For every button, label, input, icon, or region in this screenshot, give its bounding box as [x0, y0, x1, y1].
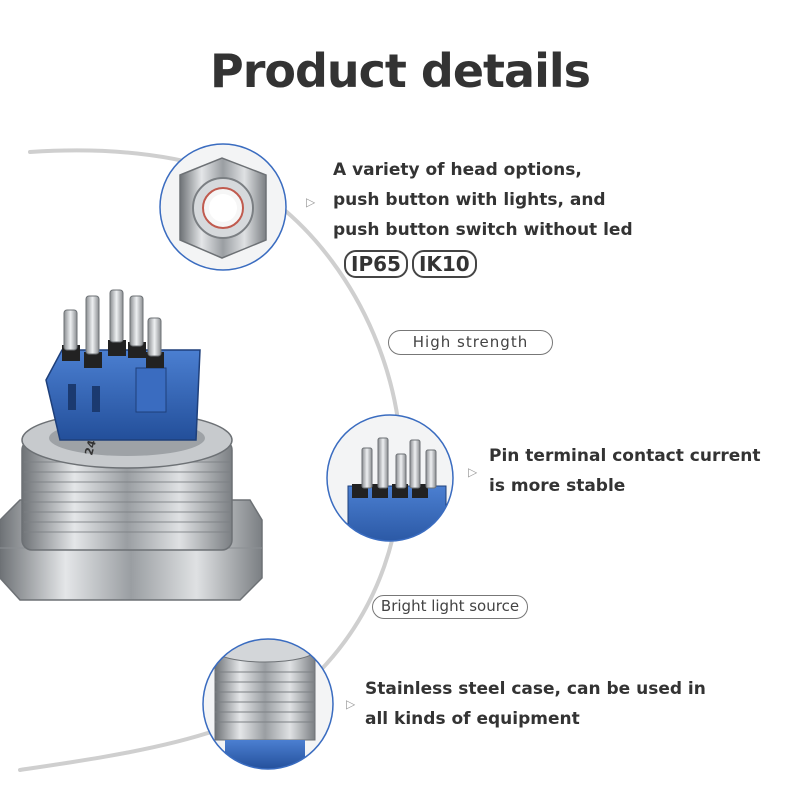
badge-ip65: IP65: [344, 250, 408, 278]
detail-circle-case: [202, 638, 334, 770]
detail-circle-pins: [326, 414, 454, 542]
pill-high-strength: High strength: [388, 330, 553, 355]
feature-pin-terminal: Pin terminal contact current is more sta…: [489, 441, 761, 501]
pill-bright-light-source: Bright light source: [372, 595, 528, 619]
feature-line: Pin terminal contact current: [489, 446, 761, 466]
feature-line: is more stable: [489, 476, 626, 496]
badge-ik10: IK10: [411, 250, 477, 278]
feature-line: all kinds of equipment: [365, 709, 580, 729]
detail-circle-head: [159, 143, 287, 271]
feature-line: push button with lights, and: [333, 190, 606, 210]
page-title: Product details: [209, 44, 591, 98]
chevron-right-icon: ▷: [306, 195, 316, 209]
chevron-right-icon: ▷: [346, 697, 356, 711]
chevron-right-icon: ▷: [468, 465, 478, 479]
main-switch-image: 24V/B: [0, 289, 263, 601]
feature-line: Stainless steel case, can be used in: [365, 679, 706, 699]
feature-stainless-case: Stainless steel case, can be used in all…: [365, 674, 706, 734]
feature-head-options: A variety of head options, push button w…: [333, 155, 633, 245]
feature-line: push button switch without led: [333, 220, 633, 240]
feature-line: A variety of head options,: [333, 160, 582, 180]
